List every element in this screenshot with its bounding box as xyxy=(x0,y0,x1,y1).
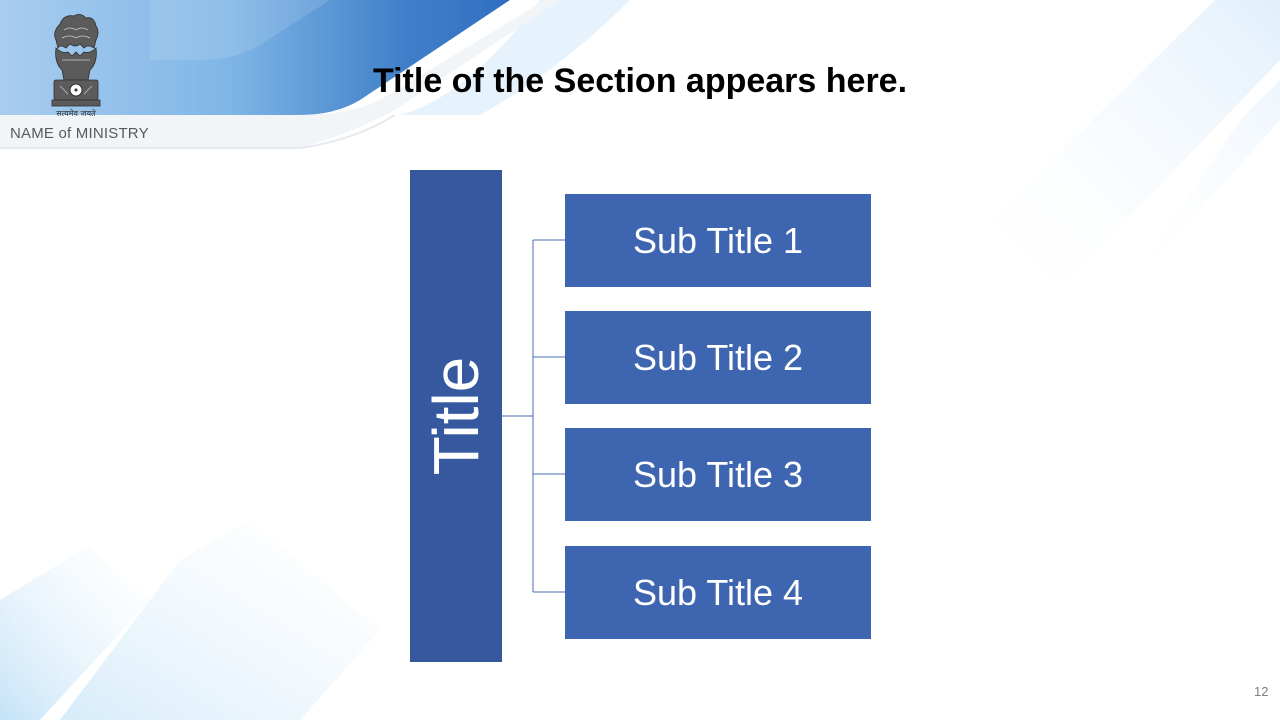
main-title-box xyxy=(410,170,502,662)
emblem-motto: सत्यमेव जयते xyxy=(56,109,96,118)
main-title-label: Title xyxy=(420,356,492,476)
sub-title-box-1: Sub Title 1 xyxy=(565,194,871,287)
ministry-name: NAME of MINISTRY xyxy=(10,125,149,142)
sub-title-box-4: Sub Title 4 xyxy=(565,546,871,639)
page-number: 12 xyxy=(1254,684,1269,699)
sub-title-box-2: Sub Title 2 xyxy=(565,311,871,404)
sub-title-box-3: Sub Title 3 xyxy=(565,428,871,521)
national-emblem-icon xyxy=(51,14,101,107)
section-title: Title of the Section appears here. xyxy=(372,62,908,100)
